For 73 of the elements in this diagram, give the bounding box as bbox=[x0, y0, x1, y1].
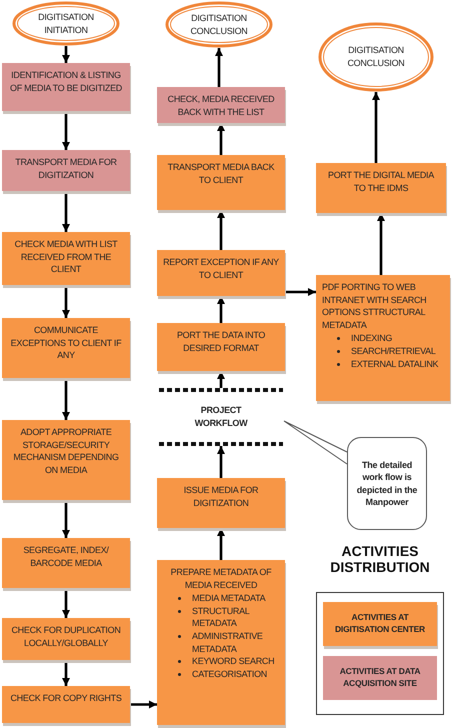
node-text: IDENTIFICATION & LISTING OF MEDIA TO BE DIGITIZED bbox=[9, 69, 123, 94]
process-box bbox=[157, 478, 285, 528]
process-box bbox=[2, 618, 130, 660]
arrow bbox=[62, 378, 70, 420]
node-text: ADOPT APPROPRIATE STORAGE/SECURITY MECHANISM DEPENDING ON MEDIA bbox=[12, 426, 120, 476]
list-item: INDEXING bbox=[336, 332, 444, 345]
node-text: SEGREGATE, INDEX/ BARCODE MEDIA bbox=[22, 544, 110, 570]
node-text: PORT THE DATA INTO DESIRED FORMAT bbox=[176, 329, 266, 354]
arrow bbox=[62, 285, 70, 318]
arrow bbox=[217, 371, 225, 388]
list-item: KEYWORD SEARCH bbox=[177, 655, 279, 668]
node-text: TRANSPORT MEDIA BACK TO CLIENT bbox=[166, 161, 276, 186]
arrow bbox=[62, 111, 70, 150]
list-item: CATEGORISATION bbox=[177, 668, 279, 680]
node-text: DIGITISATION INITIATION bbox=[37, 10, 95, 36]
process-box bbox=[2, 686, 130, 723]
arrow bbox=[62, 588, 70, 618]
process-box bbox=[316, 275, 450, 401]
node-text: DIGITISATION CONCLUSION bbox=[346, 44, 406, 70]
arrow bbox=[62, 660, 70, 686]
process-box bbox=[2, 63, 130, 111]
arrow bbox=[62, 46, 70, 63]
process-box bbox=[2, 318, 130, 378]
process-box bbox=[157, 250, 285, 296]
node-text: DIGITISATION CONCLUSION bbox=[189, 12, 248, 38]
node-text: COMMUNICATE EXCEPTIONS TO CLIENT IF ANY bbox=[10, 324, 122, 362]
terminal-ellipse bbox=[318, 22, 434, 92]
node-text: REPORT EXCEPTION IF ANY TO CLIENT bbox=[163, 256, 279, 282]
terminal-ellipse bbox=[12, 1, 120, 46]
arrow bbox=[62, 191, 70, 232]
legend-title: ACTIVITIES DISTRIBUTION bbox=[329, 543, 431, 576]
arrow bbox=[62, 500, 70, 538]
process-box bbox=[316, 163, 446, 213]
node-text: PROJECT WORKFLOW bbox=[194, 404, 248, 430]
process-box bbox=[157, 323, 285, 371]
process-box bbox=[157, 560, 285, 725]
arrow bbox=[285, 288, 316, 296]
node-text: The detailed work flow is depicted in the Manpower bbox=[356, 459, 418, 508]
node-text: PDF PORTING TO WEB INTRANET WITH SEARCH OPTIONS STTRUCTURAL METADATA bbox=[322, 281, 428, 332]
list-item: ADMINISTRATIVE METADATA bbox=[177, 630, 279, 656]
process-box bbox=[157, 155, 285, 210]
callout-bubble bbox=[347, 437, 427, 530]
arrow bbox=[217, 123, 225, 155]
arrow bbox=[372, 92, 380, 163]
arrow bbox=[215, 48, 223, 87]
arrow bbox=[377, 213, 385, 275]
arrow bbox=[217, 446, 225, 478]
list-item: SEARCH/RETRIEVAL bbox=[336, 344, 444, 358]
legend-label: ACTIVITIES AT DATA ACQUISITION SITE bbox=[338, 666, 422, 690]
node-text: ISSUE MEDIA FOR DIGITIZATION bbox=[182, 484, 260, 510]
node-text: PREPARE METADATA OF MEDIA RECEIVED bbox=[170, 566, 272, 592]
arrow bbox=[217, 210, 225, 250]
process-box bbox=[2, 232, 130, 285]
list-item: EXTERNAL DATALINK bbox=[336, 358, 444, 370]
workflow-band bbox=[158, 388, 284, 446]
arrow bbox=[217, 296, 225, 323]
process-box bbox=[157, 87, 285, 123]
process-box bbox=[2, 150, 130, 191]
node-text: CHECK MEDIA WITH LIST RECEIVED FROM THE CLIENT bbox=[14, 238, 118, 276]
node-text: PORT THE DIGITAL MEDIA TO THE IDMS bbox=[327, 169, 436, 194]
node-text: CHECK FOR COPY RIGHTS bbox=[9, 692, 123, 705]
list-item: MEDIA METADATA bbox=[177, 592, 279, 605]
legend-label: ACTIVITIES AT DIGITISATION CENTER bbox=[334, 612, 426, 636]
process-box bbox=[2, 420, 130, 500]
node-text: CHECK FOR DUPLICATION LOCALLY/GLOBALLY bbox=[10, 624, 122, 650]
node-text: TRANSPORT MEDIA FOR DIGITIZATION bbox=[14, 156, 118, 182]
list-item: STRUCTURAL METADATA bbox=[177, 604, 279, 630]
arrow bbox=[217, 528, 225, 560]
callout-pointer bbox=[284, 420, 348, 464]
process-box bbox=[2, 538, 130, 588]
node-text: CHECK, MEDIA RECEIVED BACK WITH THE LIST bbox=[166, 93, 276, 118]
terminal-ellipse bbox=[165, 1, 273, 48]
arrow bbox=[130, 700, 157, 708]
